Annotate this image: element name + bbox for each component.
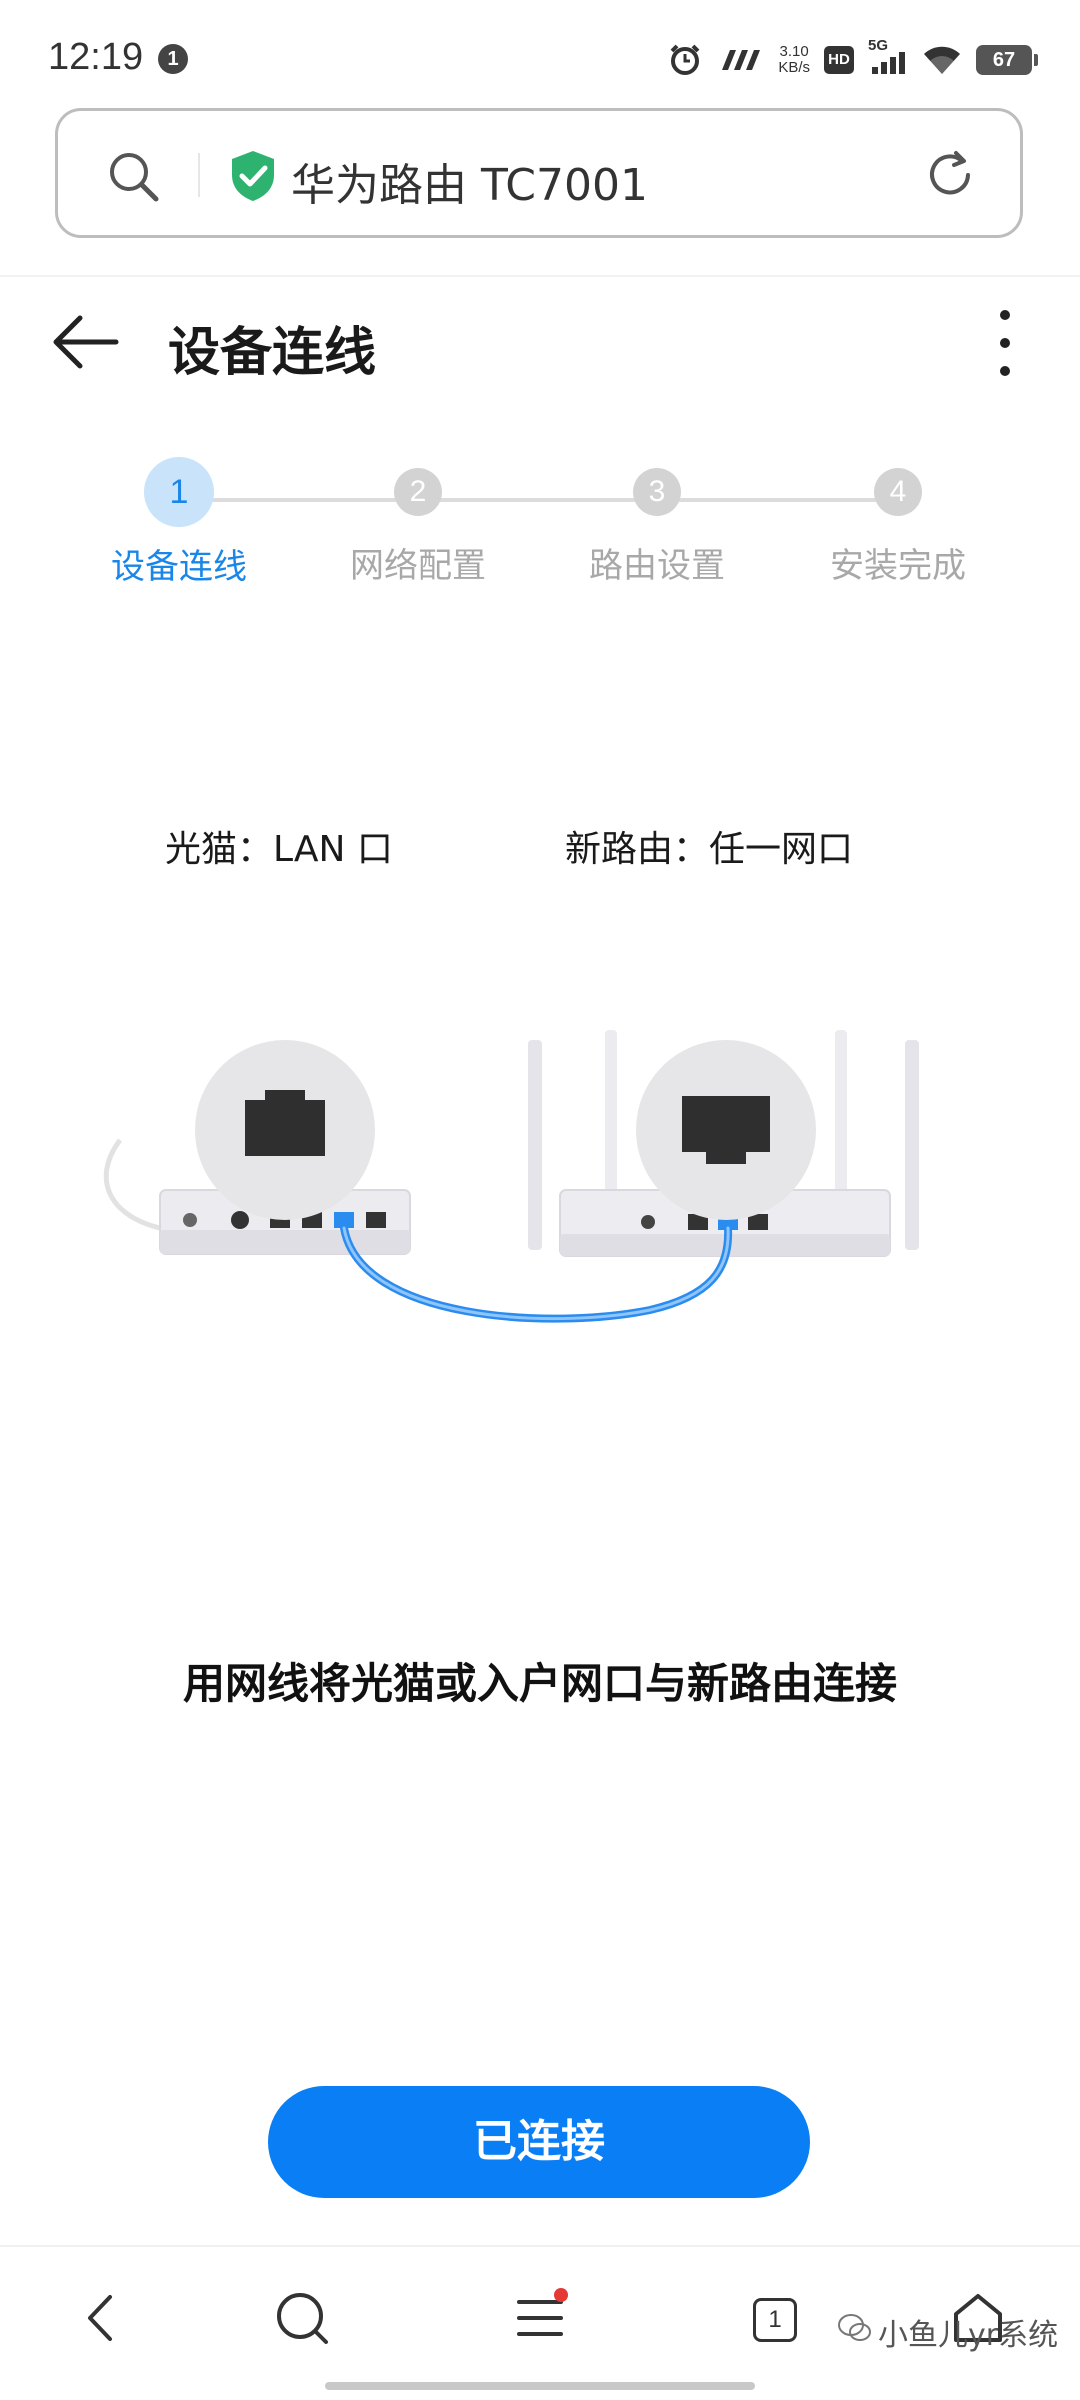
alarm-icon: [668, 43, 702, 77]
arrow-left-icon: [50, 315, 122, 382]
nav-home-button[interactable]: [948, 2290, 1008, 2350]
reload-icon[interactable]: [922, 147, 978, 207]
router-port-label: 新路由：任一网口: [565, 829, 854, 870]
more-options-icon[interactable]: [990, 306, 1020, 382]
url-text[interactable]: 华为路由 TC7001: [291, 160, 648, 211]
step-label: 安装完成: [830, 546, 966, 586]
notification-dot: [554, 2288, 568, 2302]
watermark-text: 小鱼儿yr系统: [878, 2318, 1059, 2353]
nav-back-button[interactable]: [72, 2290, 132, 2350]
home-icon: [952, 2292, 1004, 2348]
battery-indicator: 67: [976, 45, 1038, 75]
secure-shield-icon: [228, 149, 278, 207]
tabs-icon: 1: [753, 2298, 797, 2342]
status-time: 12:19: [48, 36, 144, 78]
wifi-icon: [922, 44, 962, 76]
instruction-text: 用网线将光猫或入户网口与新路由连接: [182, 1659, 897, 1708]
nav-tabs-button[interactable]: 1: [745, 2290, 805, 2350]
nav-menu-button[interactable]: [510, 2288, 570, 2350]
progress-stepper: 1 设备连线 2 网络配置 3 路由设置 4 安装完成: [0, 457, 1080, 600]
step-number: 4: [874, 468, 922, 516]
connected-button[interactable]: 已连接: [268, 2086, 810, 2198]
step-label: 设备连线: [111, 547, 247, 587]
cellular-signal-icon: 5G: [868, 37, 908, 75]
menu-icon: [515, 2296, 565, 2344]
watermark: 小鱼儿yr系统: [838, 2310, 1058, 2354]
port-labels: 光猫：LAN 口 新路由：任一网口: [0, 820, 1080, 880]
hd-voice-icon: HD: [824, 46, 854, 74]
back-button[interactable]: [50, 306, 122, 382]
vibrate-mode-icon: [716, 46, 764, 74]
nav-search-button[interactable]: [272, 2290, 332, 2350]
step-1: 1 设备连线: [79, 457, 279, 588]
network-speed-unit: KB/s: [778, 59, 810, 76]
step-2: 2 网络配置: [318, 460, 518, 587]
network-speed: 3.10 KB/s: [778, 44, 810, 76]
notification-badge: 1: [158, 44, 188, 74]
step-number: 3: [633, 468, 681, 516]
search-icon: [274, 2290, 330, 2350]
step-number: 2: [394, 468, 442, 516]
address-divider: [198, 153, 200, 197]
browser-bottom-nav: 1: [0, 2270, 1080, 2370]
wechat-icon: [838, 2313, 872, 2351]
step-number: 1: [144, 457, 214, 527]
address-bar[interactable]: 华为路由 TC7001: [55, 108, 1023, 238]
page-title: 设备连线: [168, 323, 377, 383]
home-indicator[interactable]: [325, 2382, 755, 2390]
status-icons: 3.10 KB/s HD 5G 67: [668, 37, 1038, 82]
network-speed-value: 3.10: [779, 43, 809, 60]
modem-port-label: 光猫：LAN 口: [165, 829, 393, 870]
step-3: 3 路由设置: [557, 460, 757, 587]
step-label: 网络配置: [350, 546, 486, 586]
divider: [0, 275, 1080, 277]
search-icon[interactable]: [106, 149, 160, 207]
divider: [0, 2245, 1080, 2247]
connection-illustration: [90, 1030, 990, 1370]
chevron-left-icon: [82, 2293, 122, 2347]
network-type: 5G: [868, 37, 889, 54]
modem-router-diagram: [103, 1030, 919, 1323]
step-4: 4 安装完成: [798, 460, 998, 587]
step-label: 路由设置: [589, 546, 725, 586]
stepper-line: [180, 498, 900, 502]
status-bar: 12:19 1 3.10 KB/s HD 5G 67: [0, 0, 1080, 100]
